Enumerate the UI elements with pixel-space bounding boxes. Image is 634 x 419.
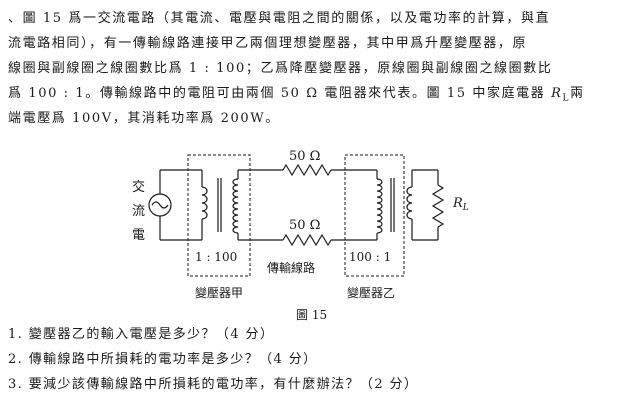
load-symbol-inline-sub: L xyxy=(562,93,571,104)
load-label: RL xyxy=(452,196,469,213)
transformer-a-label: 變壓器甲 xyxy=(195,285,243,300)
ratio-left-label: 1 : 100 xyxy=(195,250,237,264)
problem-line-1: 、圖 15 爲一交流電路（其電流、電壓與電阻之間的關係，以及電功率的計算，與直 xyxy=(8,11,551,26)
resistor-top-label: 50 Ω xyxy=(289,149,320,164)
tb-secondary-coil xyxy=(406,186,413,220)
figure-caption: 圖 15 xyxy=(296,308,327,322)
resistor-bottom-label: 50 Ω xyxy=(289,218,320,233)
problem-line-4: 爲 100 : 1。傳輸線路中的電阻可由兩個 50 Ω 電阻器來代表。圖 15 … xyxy=(8,81,628,106)
ta-primary-coil xyxy=(201,186,208,220)
load-label-sub: L xyxy=(462,203,469,213)
ac-source-wave-icon xyxy=(151,201,169,209)
problem-statement: 、圖 15 爲一交流電路（其電流、電壓與電阻之間的關係，以及電功率的計算，與直 … xyxy=(8,6,628,131)
ratio-right-label: 100 : 1 xyxy=(349,250,391,264)
question-item-1: 1. 變壓器乙的輸入電壓是多少？（4 分） xyxy=(8,327,275,342)
problem-line-3: 線圈與副線圈之線圈數比爲 1 : 100；乙爲降壓變壓器，原線圈與副線圈之線圈數… xyxy=(8,61,553,76)
resistor-top xyxy=(282,163,332,177)
load-resistor xyxy=(431,184,445,228)
source-char-3: 電 xyxy=(132,228,145,243)
transmission-line-label: 傳輸線路 xyxy=(267,260,315,275)
problem-line-2: 流電路相同），有一傳輸線路連接甲乙兩個理想變壓器，其中甲爲升壓變壓器，原 xyxy=(8,36,528,51)
transformer-b-label: 變壓器乙 xyxy=(347,285,395,300)
tb-primary-coil xyxy=(376,178,383,234)
question-item-3: 3. 要減少該傳輸線路中所損耗的電功率，有什麼辦法？（2 分） xyxy=(8,377,419,392)
source-char-2: 流 xyxy=(132,204,145,219)
load-symbol-inline: R xyxy=(551,86,563,101)
problem-line-4-text: 爲 100 : 1。傳輸線路中的電阻可由兩個 50 Ω 電阻器來代表。圖 15 … xyxy=(8,86,552,101)
problem-line-5: 端電壓爲 100V，其消耗功率爲 200W。 xyxy=(8,111,280,126)
source-char-1: 交 xyxy=(132,179,145,195)
problem-line-4-tail: 兩 xyxy=(570,86,585,101)
transformer-a-box xyxy=(187,154,251,277)
question-item-2: 2. 傳輸線路中所損耗的電功率是多少？（4 分） xyxy=(8,352,318,367)
resistor-bottom xyxy=(282,233,332,247)
load-label-main: R xyxy=(452,196,463,211)
question-list: 1. 變壓器乙的輸入電壓是多少？（4 分） 2. 傳輸線路中所損耗的電功率是多少… xyxy=(8,322,628,397)
ta-secondary-coil xyxy=(232,178,239,234)
